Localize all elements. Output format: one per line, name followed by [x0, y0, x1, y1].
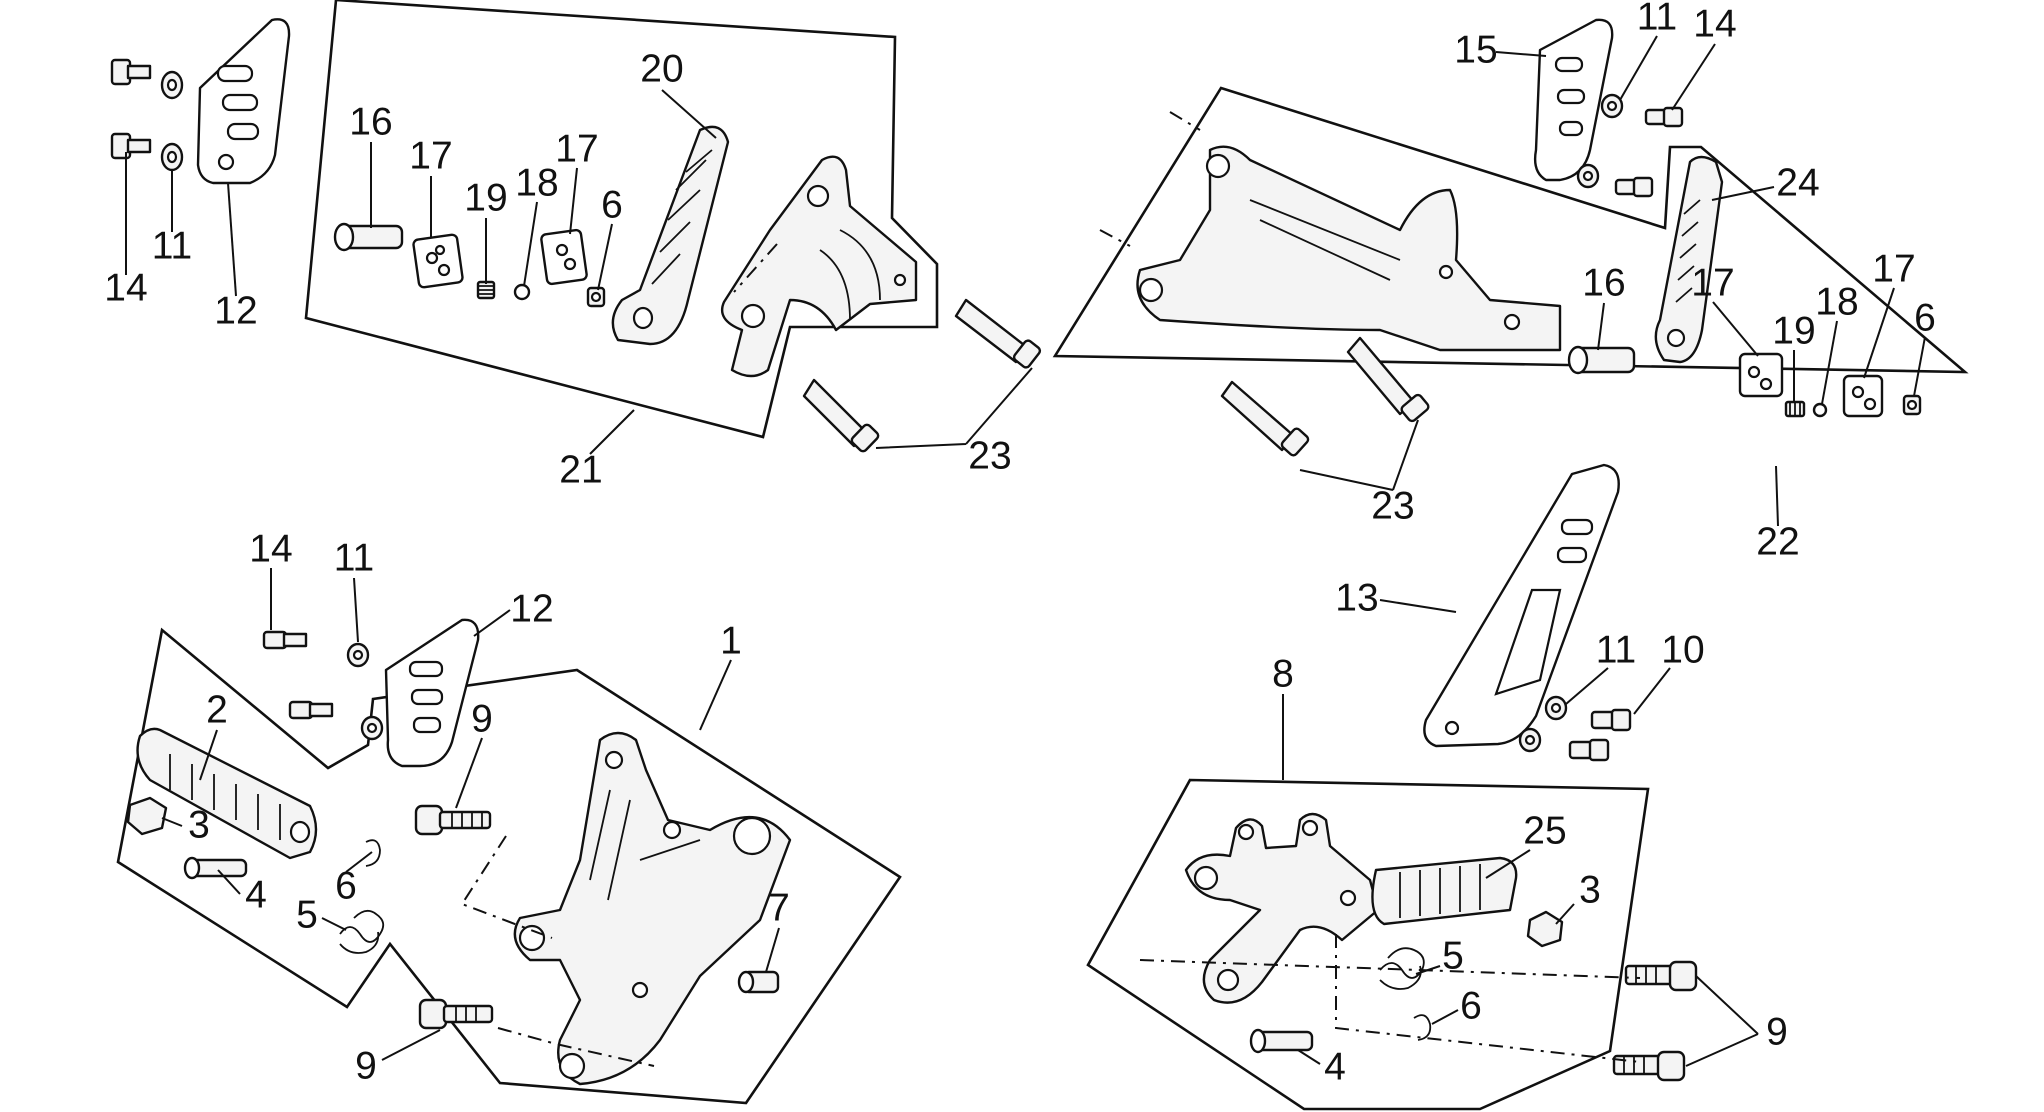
plate-17b-icon — [1738, 352, 1884, 418]
washer-11d-icon — [346, 642, 384, 741]
callout-18: 18 — [1815, 280, 1858, 323]
bolt-14-icon — [110, 58, 152, 160]
footrest-bracket-21-icon — [720, 155, 918, 378]
pin-7-icon — [737, 970, 780, 994]
bolt-14c-icon — [262, 630, 334, 720]
spring-5-icon — [339, 909, 385, 954]
clip-6-icon — [365, 839, 381, 867]
nut-6-icon — [586, 286, 606, 308]
heel-guard-plate-12-icon — [196, 18, 291, 185]
screw-23b-icon — [1220, 336, 1430, 457]
callout-17: 17 — [409, 134, 452, 177]
callout-25: 25 — [1523, 809, 1566, 852]
callout-9: 9 — [355, 1044, 377, 1087]
footpeg-25-icon — [1371, 856, 1518, 926]
callout-23: 23 — [1371, 484, 1414, 527]
ball-18-icon — [513, 283, 531, 301]
footpeg-2-icon — [136, 727, 318, 860]
callout-11: 11 — [1637, 0, 1678, 38]
nut-3b-icon — [1526, 910, 1564, 948]
callout-17: 17 — [555, 127, 598, 170]
washer-11-icon — [160, 70, 184, 172]
pin-16b-icon — [1567, 345, 1636, 375]
washer-11c-icon — [1518, 695, 1568, 753]
group-outline-1 — [116, 627, 902, 1105]
pin-16-icon — [333, 222, 404, 252]
nut-6b-icon — [1902, 394, 1922, 416]
callout-16: 16 — [1582, 261, 1625, 304]
heel-guard-plate-12b-icon — [384, 618, 480, 768]
spring-5b-icon — [1379, 947, 1425, 990]
callout-3: 3 — [1579, 868, 1601, 911]
callout-16: 16 — [349, 100, 392, 143]
callout-4: 4 — [245, 873, 267, 916]
callout-4: 4 — [1324, 1045, 1346, 1088]
callout-1: 1 — [720, 619, 742, 662]
callout-6: 6 — [601, 183, 623, 226]
callout-6: 6 — [335, 864, 357, 907]
callout-17: 17 — [1872, 247, 1915, 290]
footpeg-20-icon — [611, 125, 730, 346]
callout-5: 5 — [1442, 934, 1464, 977]
screw-9b-icon — [1612, 960, 1698, 1082]
callout-9: 9 — [1766, 1010, 1788, 1053]
callout-19: 19 — [1772, 309, 1815, 352]
callout-3: 3 — [188, 803, 210, 846]
callout-11: 11 — [152, 224, 193, 267]
footrest-bracket-1-icon — [513, 731, 792, 1086]
callout-15: 15 — [1454, 28, 1497, 71]
callout-23: 23 — [968, 434, 1011, 477]
callout-19: 19 — [464, 176, 507, 219]
callout-14: 14 — [104, 266, 147, 309]
group-outline-22 — [1052, 86, 1969, 374]
footrest-bracket-22-icon — [1136, 145, 1562, 352]
clip-6b-icon — [1413, 1014, 1432, 1041]
callout-9: 9 — [471, 697, 493, 740]
callout-5: 5 — [296, 893, 318, 936]
callout-6: 6 — [1914, 296, 1936, 339]
callout-8: 8 — [1272, 652, 1294, 695]
callout-12: 12 — [214, 289, 257, 332]
callout-11: 11 — [1596, 628, 1637, 671]
callout-leaders — [125, 35, 1926, 1067]
callout-12: 12 — [510, 587, 553, 630]
callout-14: 14 — [1693, 2, 1736, 45]
group-outline-21 — [304, 0, 939, 439]
group-outline-8 — [1086, 778, 1650, 1111]
callout-6: 6 — [1460, 984, 1482, 1027]
callout-24: 24 — [1776, 161, 1819, 204]
screw-23-icon — [802, 298, 1042, 453]
pin-4-icon — [183, 856, 248, 880]
plate-17-icon — [412, 228, 588, 289]
footpeg-24-icon — [1654, 155, 1724, 364]
callout-17: 17 — [1691, 261, 1734, 304]
callout-2: 2 — [206, 688, 228, 731]
spring-19b-icon — [1784, 400, 1806, 418]
assembly-centerlines — [460, 111, 1641, 1067]
pin-4b-icon — [1249, 1028, 1314, 1054]
callout-20: 20 — [640, 47, 683, 90]
bolt-14b-icon — [1614, 106, 1684, 198]
callout-10: 10 — [1661, 628, 1704, 671]
nut-3-icon — [126, 796, 168, 836]
ball-18b-icon — [1812, 402, 1828, 418]
callout-18: 18 — [515, 161, 558, 204]
callout-21: 21 — [559, 448, 602, 491]
callout-22: 22 — [1756, 520, 1799, 563]
screw-9-icon — [414, 804, 494, 1030]
bolt-10-icon — [1568, 708, 1632, 762]
washer-11b-icon — [1576, 93, 1624, 189]
spring-19-icon — [476, 280, 496, 300]
heel-guard-plate-13-icon — [1423, 463, 1620, 748]
heel-guard-plate-15-icon — [1533, 18, 1614, 182]
callout-13: 13 — [1335, 576, 1378, 619]
callout-11: 11 — [334, 536, 375, 579]
callout-14: 14 — [249, 527, 292, 570]
footrest-bracket-8-icon — [1184, 812, 1380, 1004]
callout-7: 7 — [768, 886, 790, 929]
